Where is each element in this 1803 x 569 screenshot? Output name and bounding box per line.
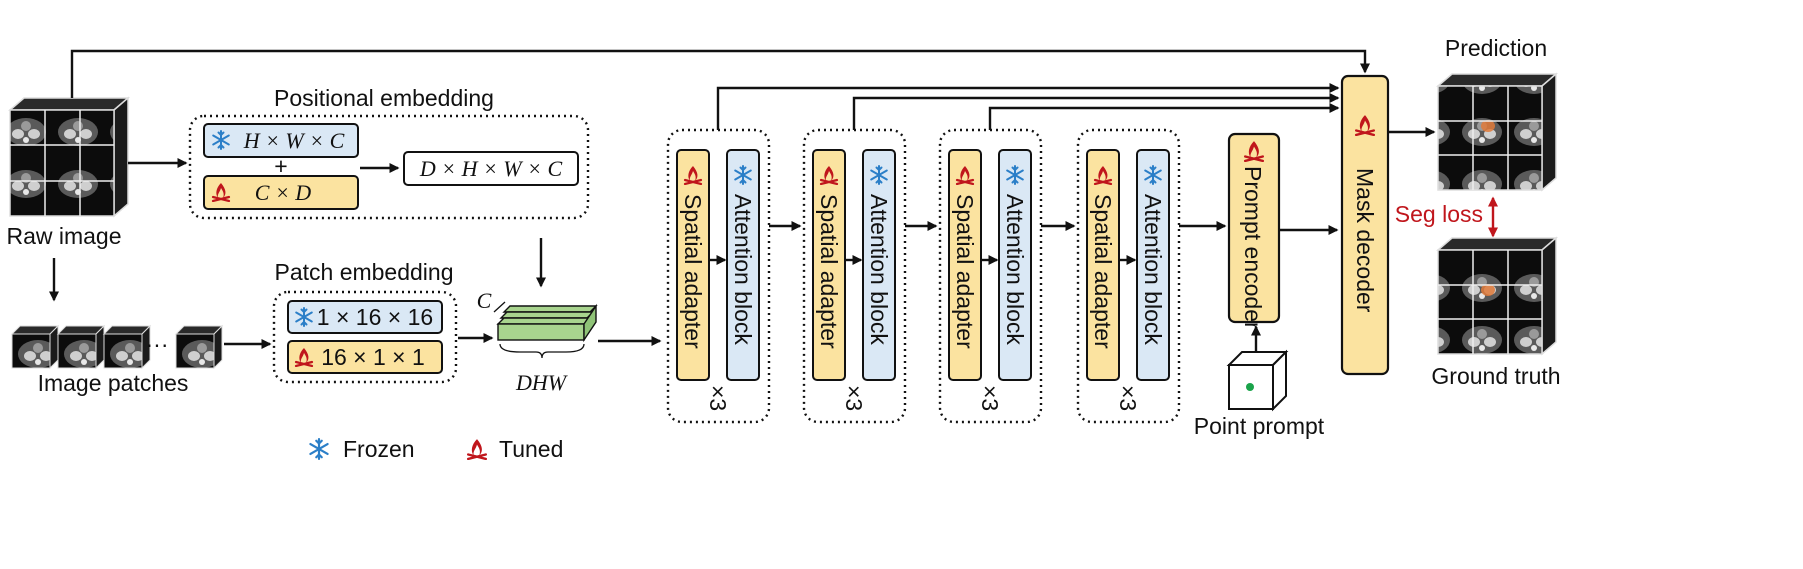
spatial-adapter-block bbox=[948, 149, 982, 381]
positional-embedding-group bbox=[188, 114, 590, 220]
encoder-group-4: Spatial adapter Attention block ×3 bbox=[1076, 128, 1181, 424]
repeat-label: ×3 bbox=[841, 385, 867, 411]
stack-c-label: C bbox=[477, 288, 492, 313]
patch-frozen-expr: 1 × 16 × 16 bbox=[317, 304, 433, 330]
pos-plus: + bbox=[274, 153, 287, 179]
patch-embedding-group bbox=[272, 290, 458, 384]
attention-block bbox=[726, 149, 760, 381]
spatial-adapter-block bbox=[1086, 149, 1120, 381]
attention-block bbox=[862, 149, 896, 381]
point-prompt-cube bbox=[1226, 349, 1289, 412]
raw-image-volume bbox=[7, 96, 131, 218]
prediction-label: Prediction bbox=[1445, 35, 1547, 61]
dhw-brace bbox=[499, 343, 585, 359]
mask-decoder-block bbox=[1340, 74, 1390, 376]
attention-block bbox=[998, 149, 1032, 381]
spatial-adapter-label: Spatial adapter bbox=[1090, 194, 1116, 349]
encoder-group-3: Spatial adapter Attention block ×3 bbox=[938, 128, 1043, 424]
attention-block-label: Attention block bbox=[1140, 194, 1166, 345]
ground-truth-volume bbox=[1435, 236, 1559, 356]
snowflake-icon bbox=[309, 438, 329, 460]
attention-block bbox=[1136, 149, 1170, 381]
legend-frozen-label: Frozen bbox=[343, 436, 415, 462]
spatial-adapter-block bbox=[676, 149, 710, 381]
attention-block-label: Attention block bbox=[730, 194, 756, 345]
prediction-volume bbox=[1435, 72, 1559, 192]
pos-tuned-box bbox=[203, 175, 359, 210]
pos-result-box bbox=[403, 151, 579, 186]
patches-ellipsis: ··· bbox=[146, 331, 169, 357]
repeat-label: ×3 bbox=[1115, 385, 1141, 411]
attention-block-label: Attention block bbox=[1002, 194, 1028, 345]
pos-frozen-expr: H × W × C bbox=[243, 128, 345, 153]
encoder-group-1: Spatial adapter Attention block ×3 bbox=[666, 128, 771, 424]
spatial-adapter-label: Spatial adapter bbox=[952, 194, 978, 349]
encoder-group-2: Spatial adapter Attention block ×3 bbox=[802, 128, 907, 424]
pos-result-expr: D × H × W × C bbox=[419, 156, 563, 181]
seg-loss-label: Seg loss bbox=[1395, 201, 1483, 227]
ground-truth-label: Ground truth bbox=[1431, 363, 1560, 389]
image-patches-label: Image patches bbox=[38, 370, 189, 396]
patch-tuned-expr: 16 × 1 × 1 bbox=[321, 344, 425, 370]
pos-frozen-box bbox=[203, 123, 359, 158]
patch-tuned-box bbox=[287, 340, 443, 374]
legend: Frozen Tuned bbox=[309, 436, 563, 462]
repeat-label: ×3 bbox=[705, 385, 731, 411]
point-prompt-label: Point prompt bbox=[1194, 413, 1325, 439]
patch-frozen-box bbox=[287, 300, 443, 334]
prompt-encoder-block bbox=[1227, 132, 1281, 324]
mask-decoder-label: Mask decoder bbox=[1352, 168, 1378, 313]
raw-image-label: Raw image bbox=[6, 223, 121, 249]
spatial-adapter-label: Spatial adapter bbox=[680, 194, 706, 349]
image-patches bbox=[10, 324, 224, 370]
prompt-encoder-label: Prompt encoder bbox=[1240, 166, 1266, 330]
skip-connection-3 bbox=[988, 103, 1340, 130]
attention-block-label: Attention block bbox=[866, 194, 892, 345]
spatial-adapter-label: Spatial adapter bbox=[816, 194, 842, 349]
stack-dhw-label: DHW bbox=[515, 370, 568, 395]
spatial-adapter-block bbox=[812, 149, 846, 381]
patch-embedding-title: Patch embedding bbox=[274, 259, 453, 285]
legend-tuned-label: Tuned bbox=[499, 436, 563, 462]
skip-connection-1 bbox=[716, 83, 1340, 130]
flame-icon bbox=[466, 438, 488, 460]
pos-tuned-expr: C × D bbox=[255, 180, 312, 205]
positional-embedding-title: Positional embedding bbox=[274, 85, 494, 111]
feature-token-stack bbox=[496, 303, 598, 343]
skip-connection-2 bbox=[852, 93, 1340, 130]
repeat-label: ×3 bbox=[977, 385, 1003, 411]
raw-image-skip-connection bbox=[70, 49, 1370, 98]
